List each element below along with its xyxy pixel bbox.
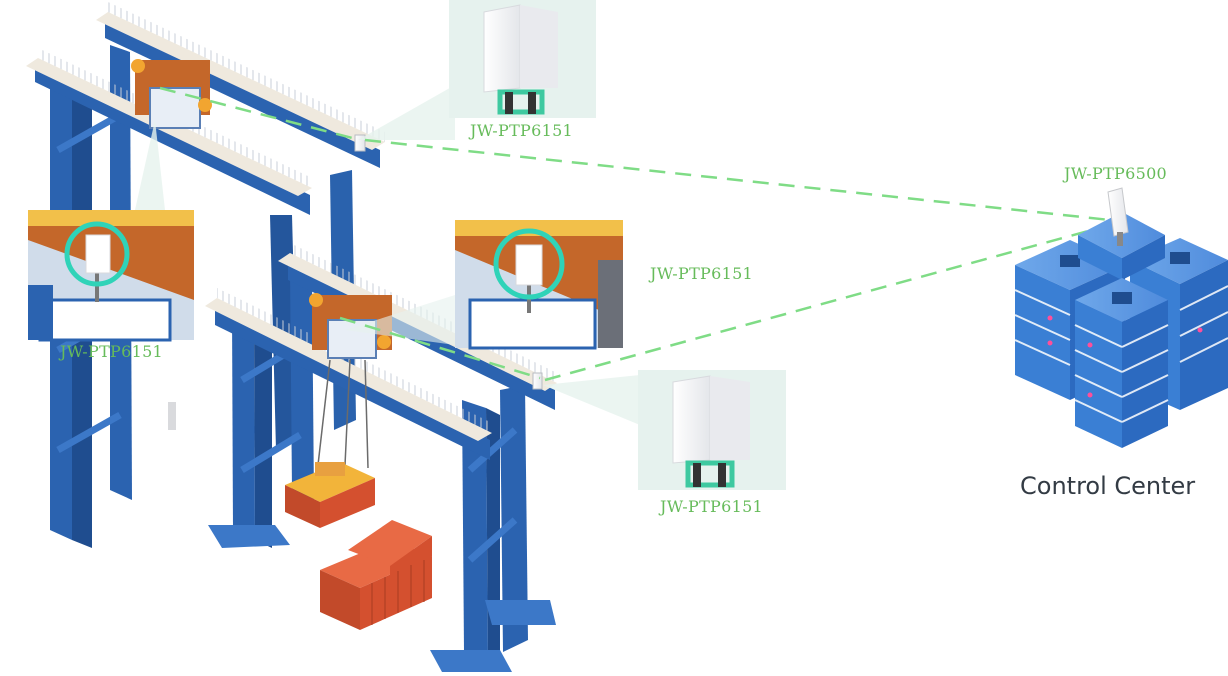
zoom-panel-center — [455, 220, 623, 350]
label-left-zoom: JW-PTP6151 — [60, 342, 164, 361]
zoom-panel-bottom-device — [638, 370, 786, 490]
zoom-panel-top-device — [449, 0, 596, 118]
label-server-device: JW-PTP6500 — [1064, 164, 1168, 183]
shipping-container-stack — [320, 520, 432, 630]
label-bottom-device: JW-PTP6151 — [660, 497, 764, 516]
label-top-device: JW-PTP6151 — [470, 121, 574, 140]
radio-device-icon — [168, 402, 176, 430]
label-center-zoom: JW-PTP6151 — [650, 264, 754, 283]
wireless-links — [159, 86, 1111, 382]
server-stack-icon — [1014, 187, 1228, 448]
highlight-ring — [493, 228, 565, 300]
zoom-panel-left — [28, 210, 194, 342]
highlight-ring — [64, 221, 130, 287]
control-center-label: Control Center — [1020, 472, 1196, 500]
